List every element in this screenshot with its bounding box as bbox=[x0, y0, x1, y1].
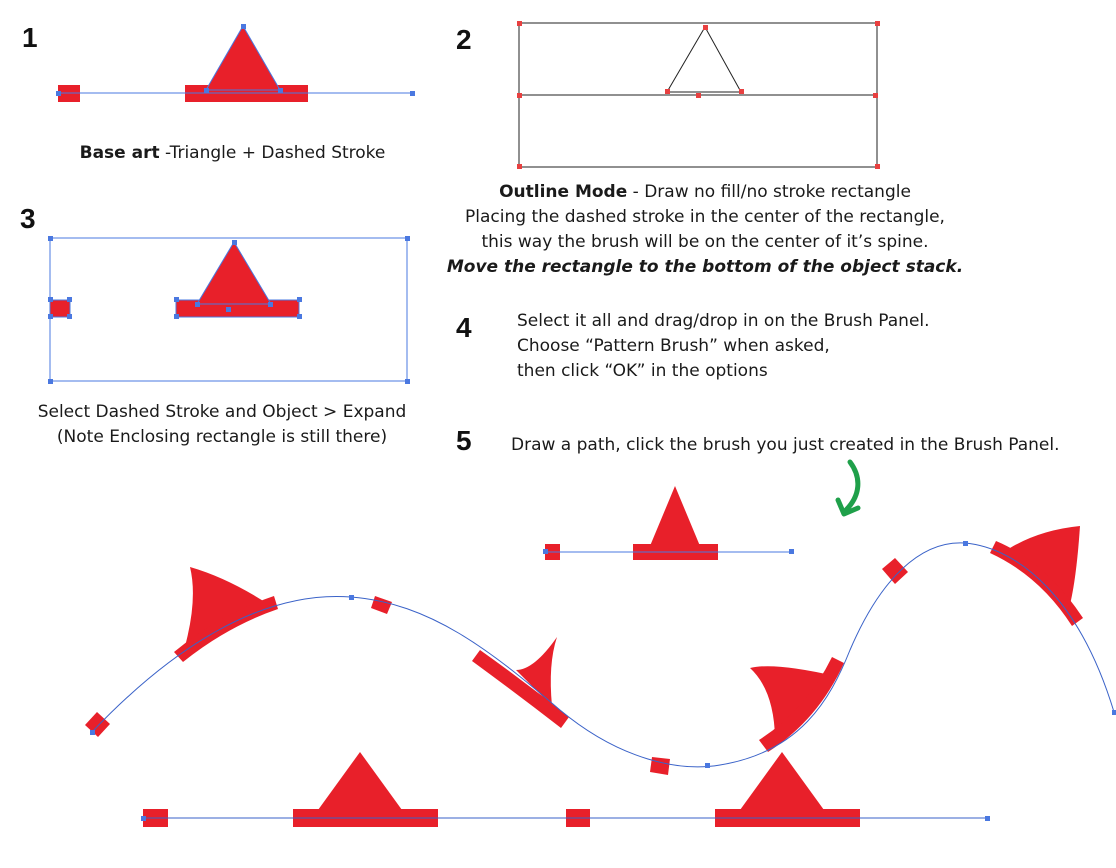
step-4-caption: Select it all and drag/drop in on the Br… bbox=[517, 309, 930, 384]
anchor-points bbox=[56, 24, 415, 96]
step-1-caption: Base art -Triangle + Dashed Stroke bbox=[40, 141, 425, 166]
brush-dash-large bbox=[759, 657, 844, 752]
brush-dash-large bbox=[990, 541, 1083, 626]
triangle-shape bbox=[650, 486, 700, 546]
selection-handles bbox=[48, 236, 410, 384]
triangle-shape bbox=[205, 25, 281, 91]
step-5-number: 5 bbox=[456, 425, 472, 456]
step-3-line-2: (Note Enclosing rectangle is still there… bbox=[56, 427, 388, 447]
step-2-line-1-bold: Outline Mode bbox=[499, 182, 628, 202]
step-3-caption: Select Dashed Stroke and Object > Expand… bbox=[10, 400, 434, 450]
brush-dash-large bbox=[472, 650, 569, 728]
brush-triangle bbox=[740, 752, 824, 810]
step-2-outline-art bbox=[517, 21, 880, 169]
brush-dash-small bbox=[882, 558, 908, 584]
triangle-outline bbox=[666, 25, 742, 93]
brush-triangle bbox=[1010, 526, 1080, 612]
step-3-number: 3 bbox=[20, 203, 36, 234]
step-2-line-2: Placing the dashed stroke in the center … bbox=[465, 207, 945, 227]
brush-dash-large bbox=[174, 596, 278, 662]
step-2-line-1-rest: - Draw no fill/no stroke rectangle bbox=[627, 182, 911, 202]
step-3-expanded-art bbox=[48, 236, 410, 384]
step-2-line-4: Move the rectangle to the bottom of the … bbox=[446, 257, 964, 277]
brush-dash-small bbox=[371, 596, 392, 614]
step-2-number: 2 bbox=[456, 24, 472, 55]
step-1-number: 1 bbox=[22, 22, 38, 53]
brush-sample-tile bbox=[543, 486, 794, 560]
curved-down-arrow-icon bbox=[835, 459, 861, 517]
brush-triangle bbox=[516, 637, 557, 706]
outline-anchor-points bbox=[517, 21, 880, 169]
path-anchor-points bbox=[90, 541, 1116, 768]
step-2-caption: Outline Mode - Draw no fill/no stroke re… bbox=[440, 180, 970, 280]
step-2-line-3: this way the brush will be on the center… bbox=[481, 232, 929, 252]
brush-path-line bbox=[91, 542, 1115, 768]
step-4-line-2: Choose “Pattern Brush” when asked, bbox=[517, 336, 830, 356]
curvy-brush-stroke bbox=[85, 526, 1116, 775]
brush-dash-small bbox=[650, 757, 670, 775]
brush-triangle bbox=[750, 666, 835, 738]
step-1-caption-rest: -Triangle + Dashed Stroke bbox=[159, 143, 386, 163]
brush-dash-small bbox=[85, 712, 110, 737]
straight-brush-stroke bbox=[141, 752, 990, 827]
step-4-number: 4 bbox=[456, 312, 472, 343]
step-3-line-1: Select Dashed Stroke and Object > Expand bbox=[37, 402, 407, 422]
step-4-line-3: then click “OK” in the options bbox=[517, 361, 768, 381]
triangle-shape bbox=[196, 241, 272, 305]
step-5-caption: Draw a path, click the brush you just cr… bbox=[511, 435, 1060, 455]
step-1-base-art bbox=[56, 24, 415, 102]
step-4-line-1: Select it all and drag/drop in on the Br… bbox=[517, 311, 930, 331]
step-2-line-1: Outline Mode - Draw no fill/no stroke re… bbox=[440, 180, 970, 205]
step-1-caption-bold: Base art bbox=[79, 143, 160, 163]
expanded-dash-small bbox=[49, 299, 71, 318]
brush-triangle bbox=[318, 752, 402, 810]
